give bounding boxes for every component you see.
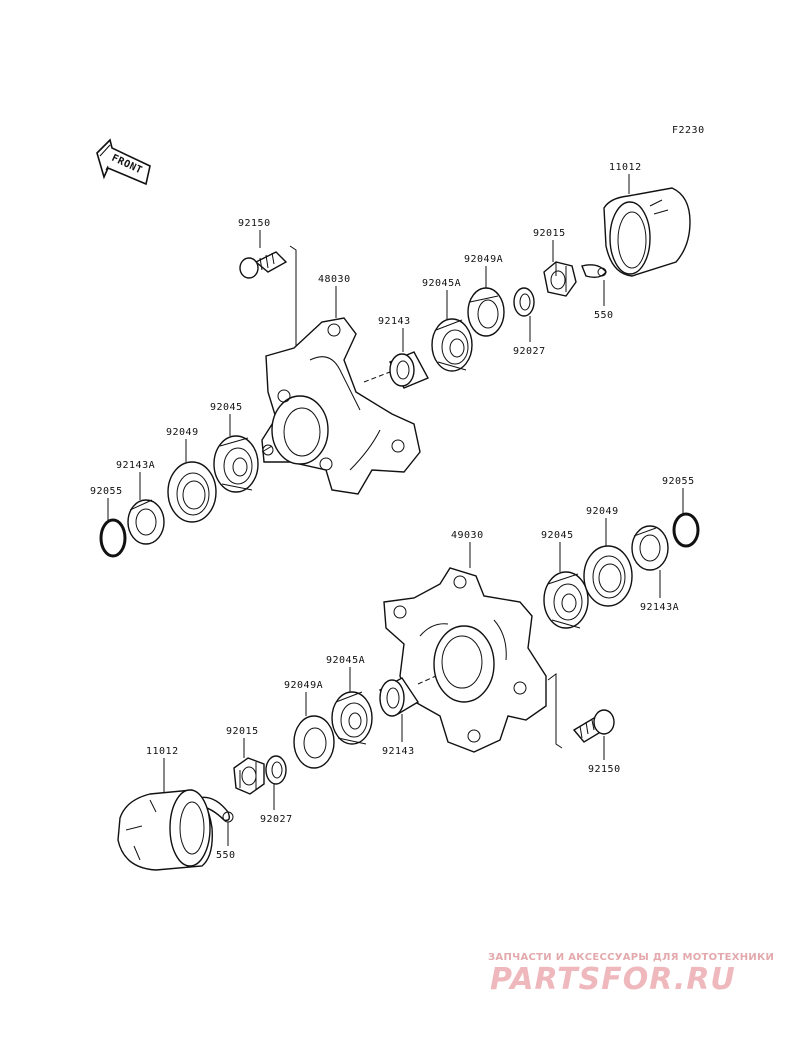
label-11012-upper: 11012 [609, 162, 642, 173]
label-92045-upper: 92045 [210, 402, 243, 413]
watermark-logo: PARTSFOR.RU [490, 962, 736, 997]
cap-11012-lower [117, 789, 213, 871]
label-92049a-lower: 92049A [284, 680, 323, 691]
watermark-tagline: ЗАПЧАСТИ И АКСЕССУАРЫ ДЛЯ МОТОТЕХНИКИ [488, 952, 775, 963]
bearing-92045a-lower [331, 691, 373, 745]
oil-seal-92049-lower [583, 545, 633, 607]
spacer-92143-lower [378, 677, 419, 717]
label-92049-lower: 92049 [586, 506, 619, 517]
hub-49030 [383, 567, 547, 753]
nut-92015-upper [543, 261, 577, 297]
bearing-92045-upper [213, 435, 259, 493]
circlip-92055-upper [99, 518, 127, 558]
label-92150-lower: 92150 [588, 764, 621, 775]
label-92049a-upper: 92049A [464, 254, 503, 265]
label-92045a-upper: 92045A [422, 278, 461, 289]
label-550-lower: 550 [216, 850, 236, 861]
cap-11012-upper [603, 187, 691, 277]
oil-seal-92049a-lower [293, 715, 335, 769]
label-92143a-lower: 92143A [640, 602, 679, 613]
label-92143-lower: 92143 [382, 746, 415, 757]
hub-48030 [261, 317, 421, 495]
label-92143a-upper: 92143A [116, 460, 155, 471]
label-92049-upper: 92049 [166, 427, 199, 438]
bearing-92045a-upper [431, 318, 473, 372]
spacer-92143a-lower [631, 525, 669, 571]
cotter-pin-550-upper [581, 264, 607, 279]
spacer-92143a-upper [127, 499, 165, 545]
label-92015-lower: 92015 [226, 726, 259, 737]
label-11012-lower: 11012 [146, 746, 179, 757]
oil-seal-92049a-upper [467, 287, 505, 337]
label-92045-lower: 92045 [541, 530, 574, 541]
circlip-92055-lower [672, 512, 700, 548]
collar-92027-upper [513, 287, 535, 317]
stud-bolt-92150-upper [239, 251, 288, 279]
label-92150-upper: 92150 [238, 218, 271, 229]
label-49030: 49030 [451, 530, 484, 541]
label-92045a-lower: 92045A [326, 655, 365, 666]
diagram-code: F2230 [672, 125, 705, 136]
label-92027-upper: 92027 [513, 346, 546, 357]
label-92055-upper: 92055 [90, 486, 123, 497]
label-92055-lower: 92055 [662, 476, 695, 487]
label-550-upper: 550 [594, 310, 614, 321]
oil-seal-92049-upper [167, 461, 217, 523]
bearing-92045-lower [543, 571, 589, 629]
front-arrow-icon: FRONT [96, 138, 151, 186]
collar-92027-lower [265, 755, 287, 785]
label-92027-lower: 92027 [260, 814, 293, 825]
label-48030: 48030 [318, 274, 351, 285]
nut-92015-lower [233, 757, 265, 795]
stud-bolt-92150-lower [572, 709, 615, 743]
label-92143-upper: 92143 [378, 316, 411, 327]
label-92015-upper: 92015 [533, 228, 566, 239]
spacer-92143-upper [389, 351, 429, 389]
